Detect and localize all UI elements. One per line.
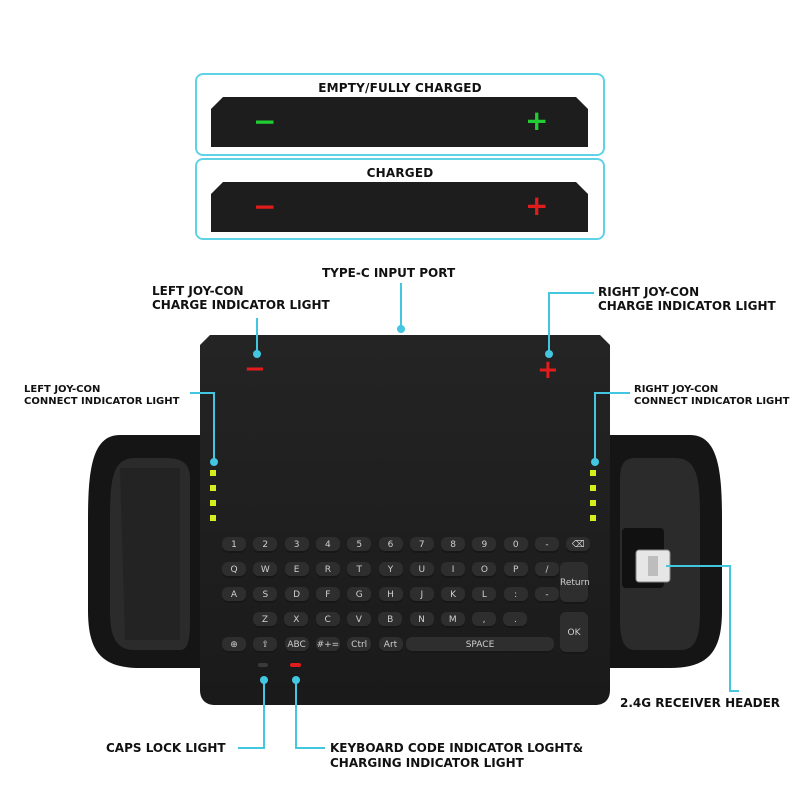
- key[interactable]: I: [441, 562, 466, 578]
- keyboard-code-label-line2: CHARGING INDICATOR LIGHT: [330, 756, 524, 770]
- led: [210, 515, 216, 521]
- state-box-charged: CHARGED − +: [195, 158, 605, 240]
- key[interactable]: 4: [315, 537, 340, 553]
- key[interactable]: A: [222, 587, 246, 603]
- indicator-panel: − +: [211, 97, 588, 147]
- right-connect-label-line1: RIGHT JOY-CON: [634, 384, 719, 395]
- right-charge-label-line1: RIGHT JOY-CON: [598, 285, 700, 299]
- led: [590, 515, 596, 521]
- right-charge-indicator: +: [537, 355, 559, 385]
- key[interactable]: U: [409, 562, 434, 578]
- caps-lock-light: [258, 663, 268, 667]
- keyboard-code-light: [290, 663, 301, 667]
- key[interactable]: L: [472, 587, 497, 603]
- indicator-panel: − +: [211, 182, 588, 232]
- receiver-label: 2.4G RECEIVER HEADER: [620, 696, 781, 710]
- key[interactable]: N: [409, 612, 434, 628]
- led: [590, 485, 596, 491]
- left-connect-label-line2: CONNECT INDICATOR LIGHT: [24, 396, 180, 407]
- key[interactable]: Ctrl: [347, 637, 372, 653]
- left-charge-label-line2: CHARGE INDICATOR LIGHT: [152, 298, 330, 312]
- plus-sign: +: [525, 189, 549, 222]
- key[interactable]: ⊕: [222, 637, 246, 653]
- key[interactable]: 3: [284, 537, 309, 553]
- left-charge-label-line1: LEFT JOY-CON: [152, 284, 244, 298]
- key[interactable]: F: [315, 587, 340, 603]
- state-title: EMPTY/FULLY CHARGED: [318, 81, 482, 95]
- return-key[interactable]: Return: [560, 562, 590, 604]
- left-connect-label-line1: LEFT JOY-CON: [24, 384, 101, 395]
- key[interactable]: Z: [253, 612, 277, 628]
- caps-lock-label: CAPS LOCK LIGHT: [106, 741, 226, 755]
- key[interactable]: 1: [222, 537, 246, 553]
- key[interactable]: ⌫: [566, 537, 591, 553]
- key[interactable]: 6: [378, 537, 403, 553]
- key[interactable]: 7: [409, 537, 434, 553]
- minus-sign: −: [253, 105, 277, 138]
- led: [590, 500, 596, 506]
- led: [590, 470, 596, 476]
- space-key[interactable]: SPACE: [406, 637, 554, 653]
- key[interactable]: T: [347, 562, 372, 578]
- key[interactable]: ,: [472, 612, 497, 628]
- key[interactable]: .: [503, 612, 528, 628]
- key[interactable]: K: [441, 587, 466, 603]
- key[interactable]: O: [472, 562, 497, 578]
- key[interactable]: H: [378, 587, 403, 603]
- led: [210, 500, 216, 506]
- key[interactable]: W: [253, 562, 278, 578]
- key[interactable]: B: [378, 612, 403, 628]
- minus-sign: −: [253, 190, 277, 223]
- key[interactable]: ABC: [284, 637, 309, 653]
- key[interactable]: V: [346, 612, 371, 628]
- type-c-label: TYPE-C INPUT PORT: [322, 266, 456, 280]
- key[interactable]: 0: [503, 537, 528, 553]
- key[interactable]: C: [315, 612, 340, 628]
- key[interactable]: :: [503, 587, 528, 603]
- key[interactable]: Y: [378, 562, 403, 578]
- key[interactable]: D: [284, 587, 309, 603]
- state-box-empty-full: EMPTY/FULLY CHARGED − +: [195, 73, 605, 156]
- right-connect-label-line2: CONNECT INDICATOR LIGHT: [634, 396, 790, 407]
- plus-sign: +: [525, 104, 549, 137]
- key[interactable]: P: [503, 562, 528, 578]
- key[interactable]: 5: [347, 537, 372, 553]
- key[interactable]: 8: [441, 537, 466, 553]
- key[interactable]: R: [315, 562, 340, 578]
- key[interactable]: Art: [378, 637, 403, 653]
- state-title: CHARGED: [366, 166, 434, 180]
- left-charge-indicator: −: [244, 354, 266, 384]
- ok-key[interactable]: OK: [560, 612, 588, 654]
- key[interactable]: 2: [253, 537, 278, 553]
- key[interactable]: J: [409, 587, 434, 603]
- key[interactable]: #+=: [315, 637, 340, 653]
- led: [210, 470, 216, 476]
- key[interactable]: /: [535, 562, 559, 578]
- right-charge-label-line2: CHARGE INDICATOR LIGHT: [598, 299, 776, 313]
- led: [210, 485, 216, 491]
- key[interactable]: ⇧: [253, 637, 278, 653]
- key[interactable]: E: [284, 562, 309, 578]
- key[interactable]: Q: [222, 562, 246, 578]
- key[interactable]: -: [535, 587, 559, 603]
- key[interactable]: -: [535, 537, 559, 553]
- key[interactable]: G: [347, 587, 372, 603]
- keyboard-code-label-line1: KEYBOARD CODE INDICATOR LOGHT&: [330, 741, 584, 755]
- key[interactable]: X: [284, 612, 309, 628]
- key[interactable]: 9: [472, 537, 497, 553]
- key[interactable]: M: [440, 612, 465, 628]
- key[interactable]: S: [253, 587, 278, 603]
